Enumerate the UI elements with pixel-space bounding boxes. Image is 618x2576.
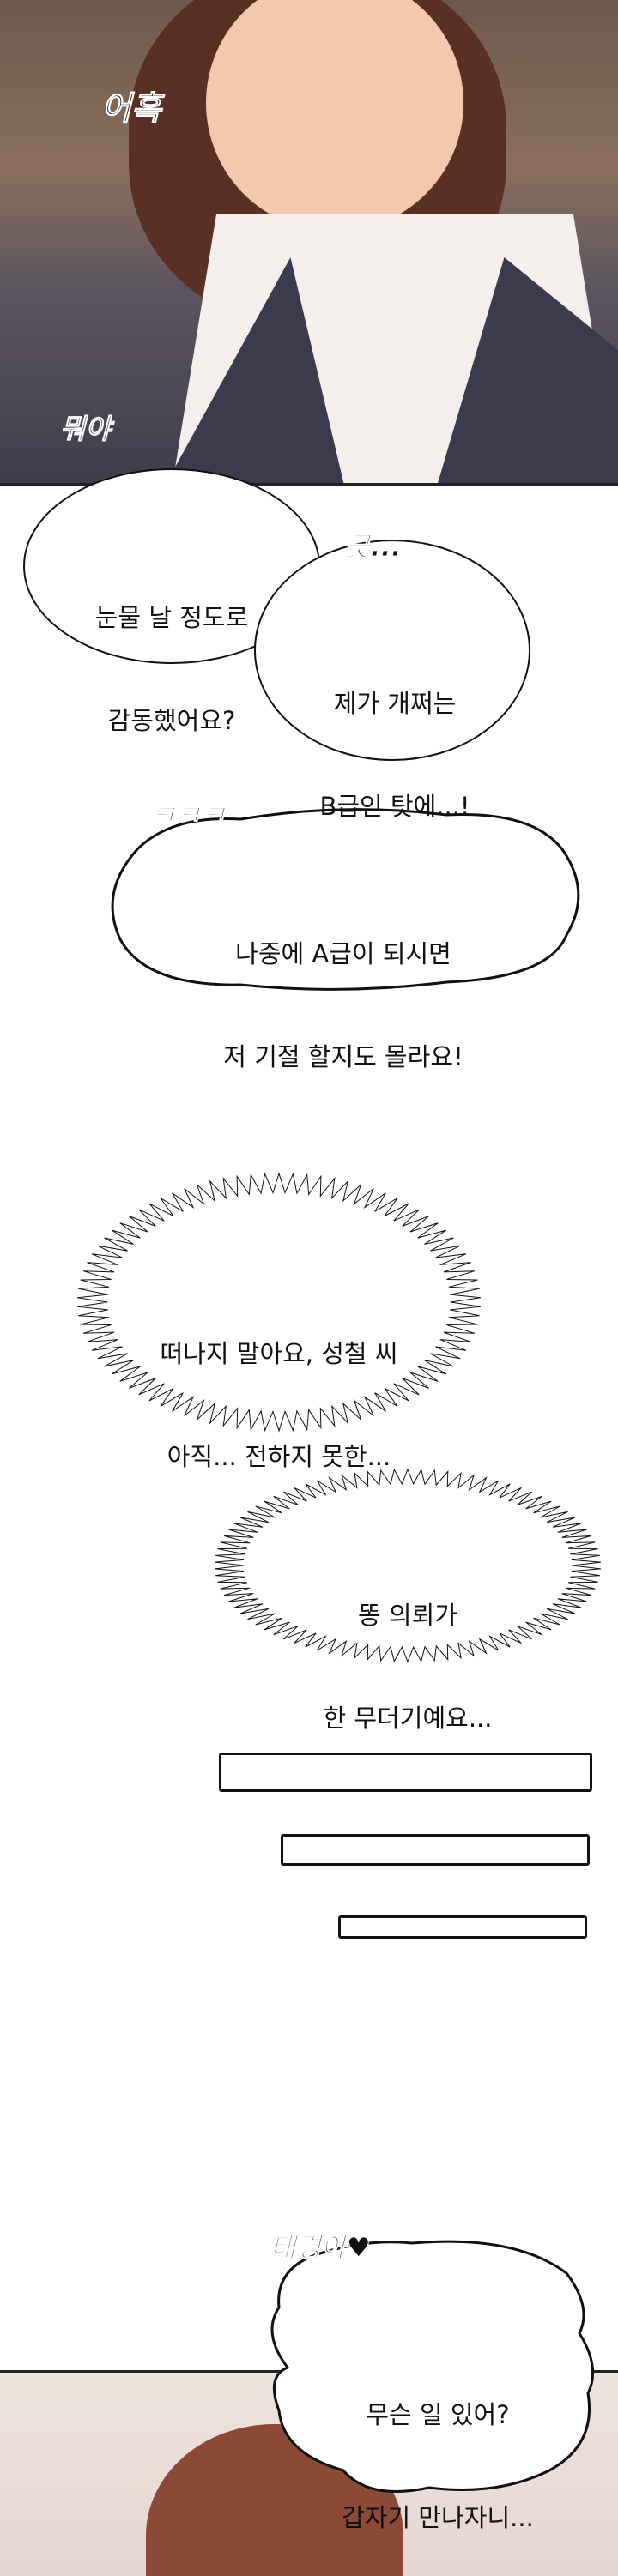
empty-caption-box-2	[281, 1834, 590, 1866]
sfx-name-call: 태경아♥	[270, 2231, 372, 2265]
bubble-line: 한 무더기예요...	[323, 1704, 493, 1733]
bubble-6-text: 무슨 일 있어? 갑자기 만나자니...	[300, 2329, 575, 2569]
bubble-line: 나중에 A급이 되시면	[235, 939, 451, 968]
bubble-line: 저 기절 할지도 몰라요!	[223, 1042, 464, 1071]
bubble-line: B급인 탓에...!	[319, 792, 470, 821]
bubble-2-text: 제가 개쩌는 B급인 탓에...!	[283, 618, 506, 858]
bubble-line: 떠나지 말아요, 성철 씨	[160, 1339, 398, 1368]
sfx-what: 뭐야	[60, 413, 112, 446]
bubble-line: 갑자기 만나자니...	[342, 2503, 534, 2532]
bubble-line: 아직... 전하지 못한...	[167, 1442, 391, 1471]
empty-caption-box-1	[219, 1753, 592, 1792]
bubble-1-text: 눈물 날 정도로 감동했어요?	[60, 532, 283, 772]
burst-bubble-fill	[253, 1493, 562, 1638]
burst-bubbles	[77, 1172, 601, 1663]
character-face	[206, 0, 464, 232]
burst-bubble-fill	[118, 1205, 440, 1399]
bubble-line: 눈물 날 정도로	[94, 603, 249, 632]
cloud-bubble-3	[111, 808, 580, 991]
cloud-bubble-6	[270, 2240, 595, 2493]
empty-caption-box-3	[338, 1915, 587, 1939]
bubble-line: 무슨 일 있어?	[366, 2400, 510, 2429]
sfx-sigh: 어흑	[101, 89, 162, 128]
sfx-laugh: ㅋㅋㅋ	[149, 799, 227, 832]
sfx-chuckle: 큿...	[345, 530, 403, 564]
top-illustration-panel: 어흑 뭐야	[0, 0, 618, 486]
bubble-5-text: 똥 의뢰가 한 무더기예요...	[236, 1529, 579, 1770]
bubble-line: 감동했어요?	[107, 706, 236, 735]
bubble-line: 똥 의뢰가	[358, 1601, 457, 1630]
bubble-3-text: 나중에 A급이 되시면 저 기절 할지도 몰라요!	[172, 868, 515, 1108]
bubble-line: 제가 개쩌는	[333, 689, 457, 718]
speech-bubble-2	[254, 540, 530, 761]
bubble-4-text: 떠나지 말아요, 성철 씨 아직... 전하지 못한...	[82, 1268, 476, 1508]
